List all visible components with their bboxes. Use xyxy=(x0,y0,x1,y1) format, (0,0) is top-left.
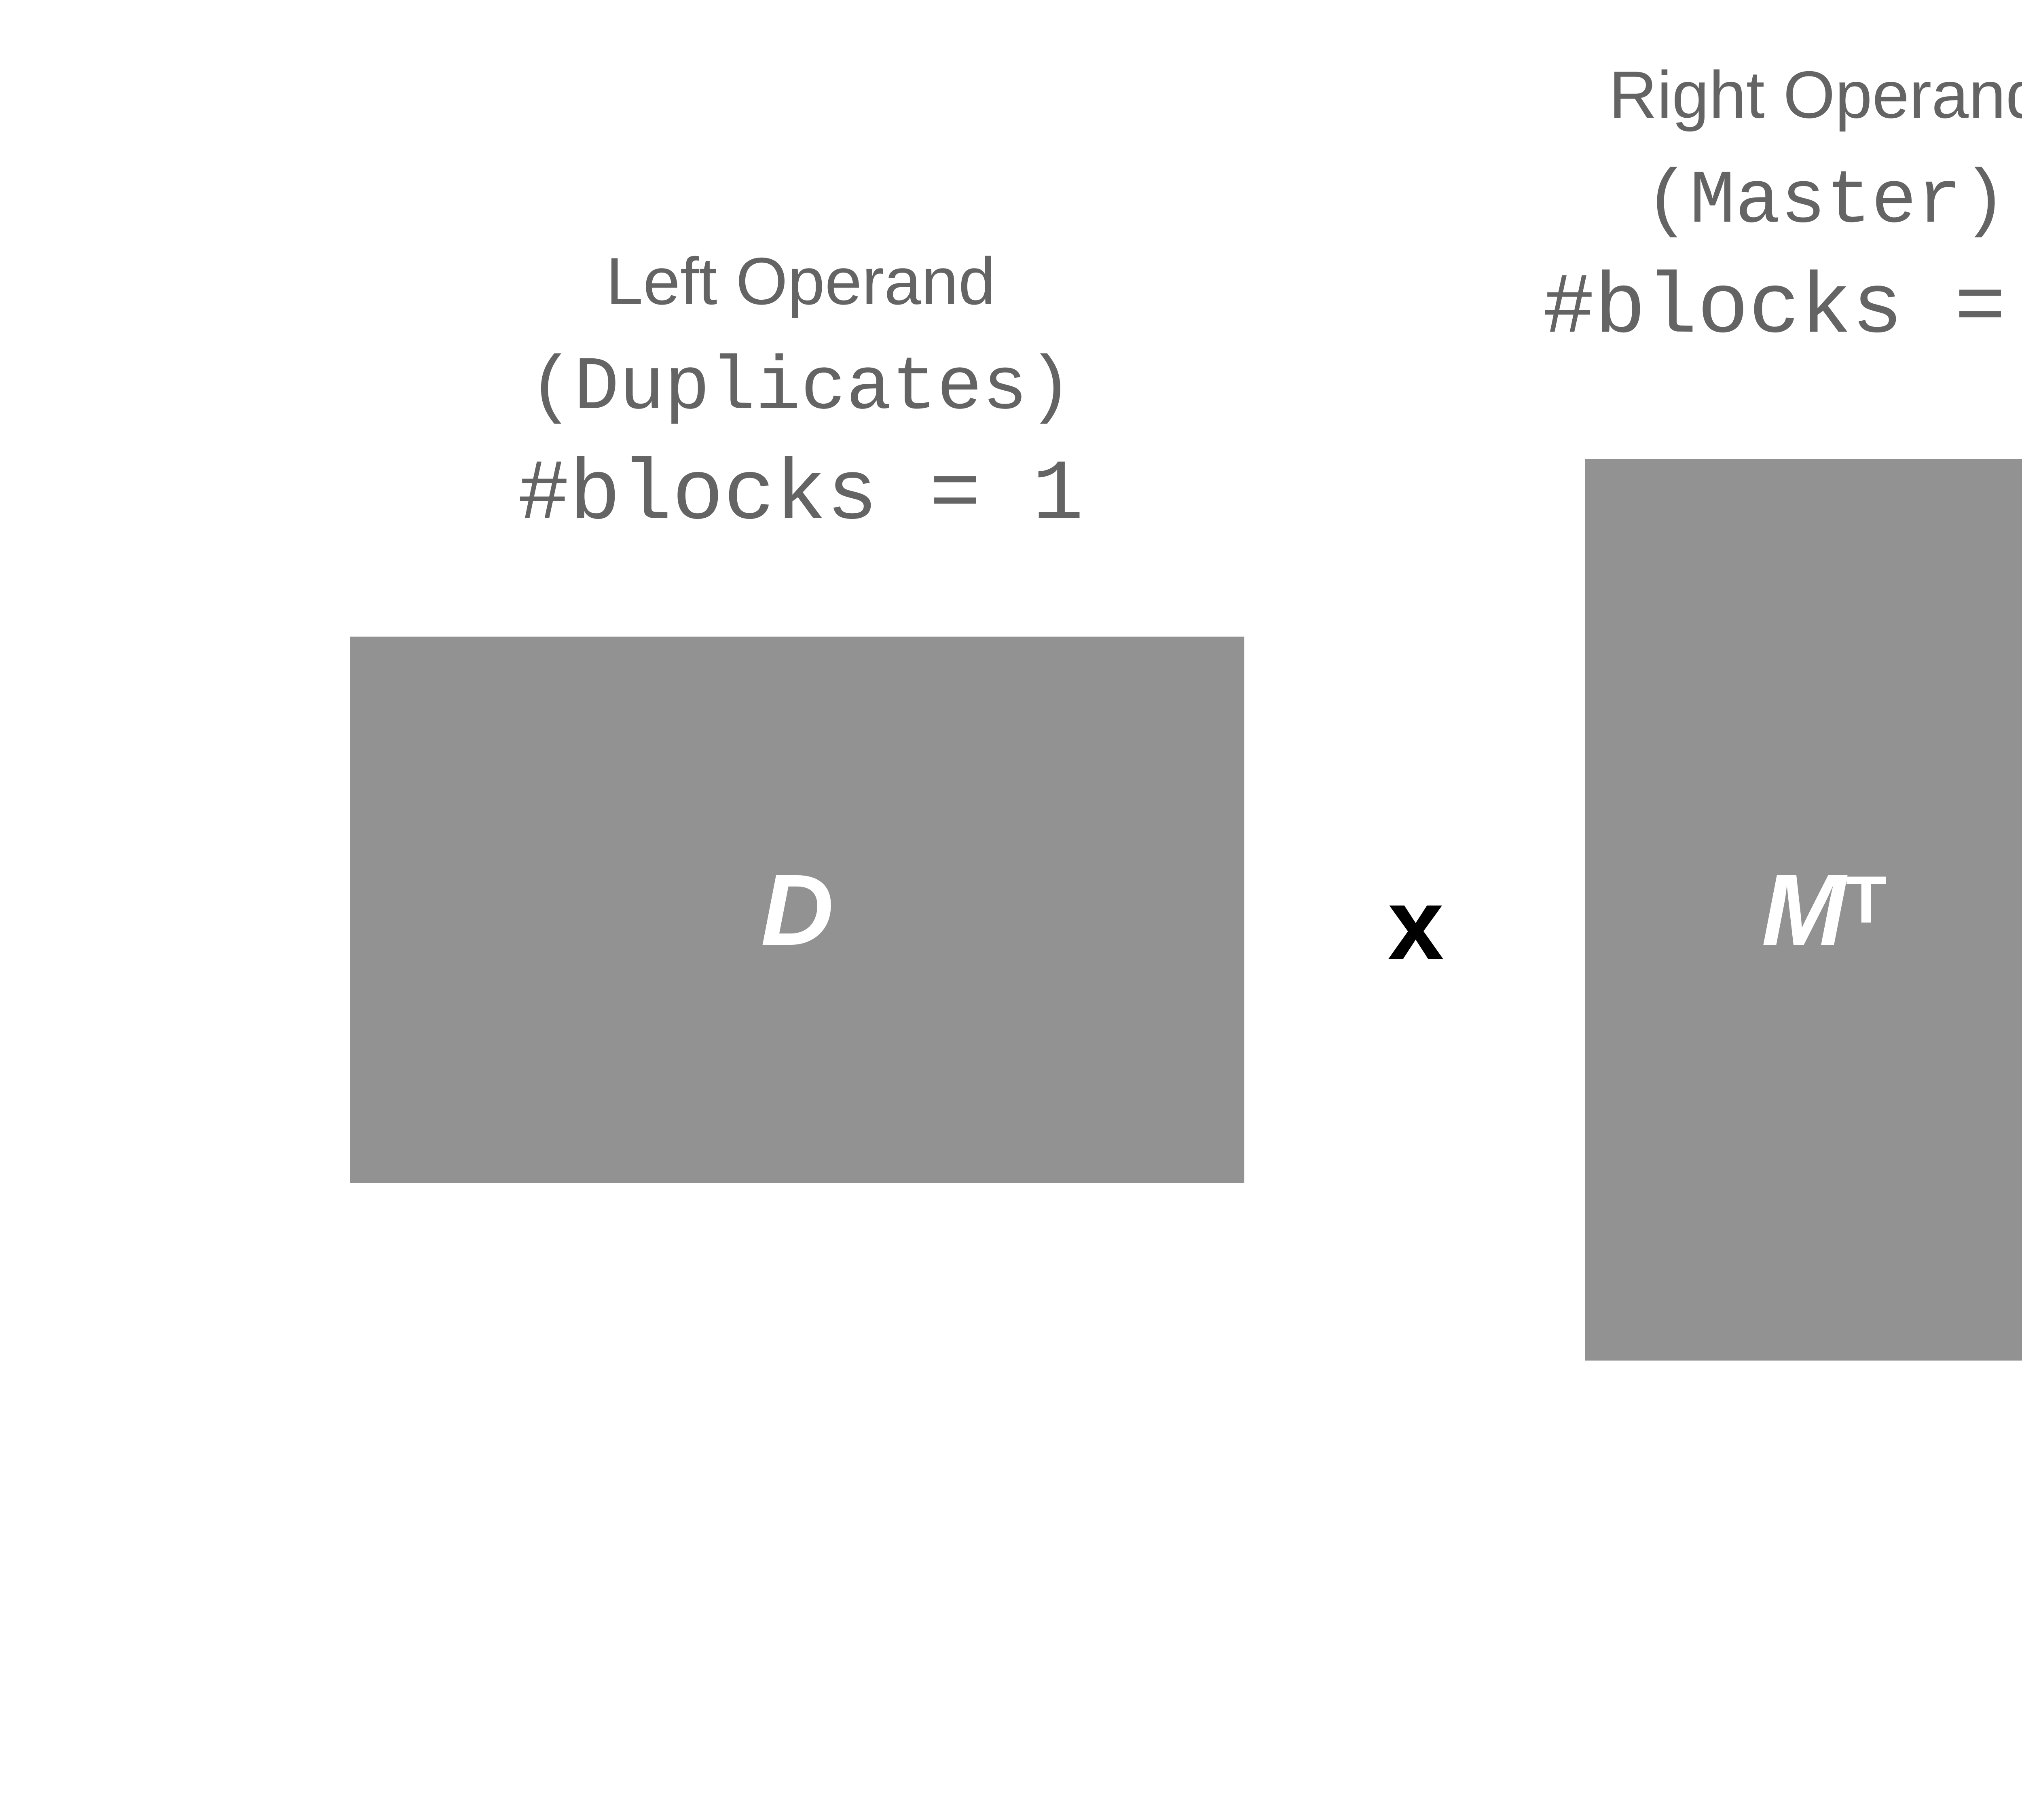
matrix-d-label: D xyxy=(761,853,834,966)
matrix-m-label: MT xyxy=(1761,853,1887,966)
right-operand-title: Right Operand (Master) #blocks = 1 xyxy=(1320,41,2022,363)
left-operand-blocks-count: #blocks = 1 xyxy=(518,447,1084,544)
matrix-d: D xyxy=(350,637,1244,1183)
right-operand-blocks-count: #blocks = 1 xyxy=(1543,260,2022,358)
left-operand-title: Left Operand (Duplicates) #blocks = 1 xyxy=(295,228,1306,549)
matrix-m-transpose: MT xyxy=(1585,459,2022,1361)
right-operand-title-line: Right Operand xyxy=(1609,57,2022,132)
multiply-operator: x xyxy=(1387,867,1444,980)
left-operand-title-line: Left Operand xyxy=(606,244,996,318)
matrix-m-superscript: T xyxy=(1846,862,1887,937)
left-operand-subtitle: (Duplicates) xyxy=(528,345,1073,431)
right-operand-subtitle: (Master) xyxy=(1644,159,2007,245)
